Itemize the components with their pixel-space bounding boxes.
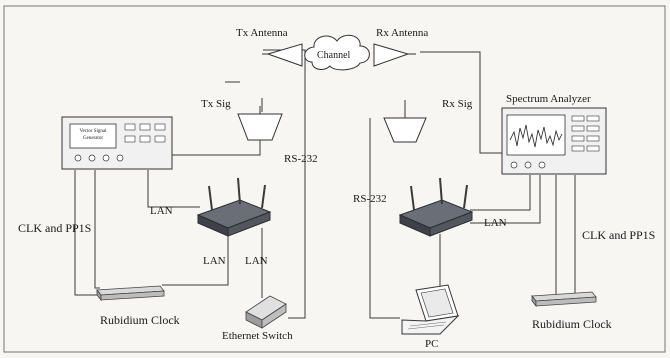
rubidium-clock-right-device — [531, 291, 597, 308]
label-channel: Channel — [317, 50, 351, 61]
label-tx-antenna: Tx Antenna — [236, 27, 288, 39]
vector-signal-generator — [61, 116, 173, 170]
label-ethernet-switch: Ethernet Switch — [222, 330, 293, 342]
rx-amplifier — [383, 110, 427, 143]
tx-antenna-horn — [262, 43, 303, 67]
wire-lan-left-a — [162, 232, 229, 286]
rx-antenna-horn — [373, 43, 416, 67]
wire-clk-left-outer — [74, 170, 97, 296]
wire-rx-sig — [420, 51, 502, 154]
label-lan-left-lower-b: LAN — [245, 255, 268, 267]
label-rx-sig: Rx Sig — [442, 98, 473, 110]
label-lan-right: LAN — [484, 217, 507, 229]
label-vsg-screen-1: Vector Signal — [79, 129, 107, 134]
wire-tx-rs232 — [263, 49, 306, 319]
wire-rx-rs232 — [369, 118, 400, 319]
connection-wires — [74, 49, 585, 319]
label-rs232-left: RS-232 — [284, 153, 318, 165]
label-tx-sig: Tx Sig — [201, 98, 231, 110]
label-rs232-right: RS-232 — [353, 193, 387, 205]
wire-lan-right-sa — [470, 175, 541, 224]
rubidium-clock-left-device — [96, 285, 165, 302]
diagram-frame — [3, 5, 666, 353]
ethernet-switch-device — [245, 295, 287, 329]
label-pc: PC — [425, 338, 439, 350]
label-clk-left: CLK and PP1S — [18, 221, 92, 235]
wire-vsg-lan — [147, 170, 200, 208]
router-left — [196, 177, 272, 237]
wire-clk-left-inner — [94, 170, 100, 289]
label-rubidium-right: Rubidium Clock — [532, 317, 612, 331]
spectrum-trace — [509, 124, 563, 148]
label-spectrum-analyzer: Spectrum Analyzer — [506, 93, 591, 105]
router-right — [398, 177, 474, 237]
label-rx-antenna: Rx Antenna — [376, 27, 429, 39]
wire-sa-lan — [470, 175, 531, 211]
channel-cloud — [304, 34, 370, 71]
label-rubidium-left: Rubidium Clock — [100, 313, 180, 327]
label-clk-right: CLK and PP1S — [582, 228, 656, 242]
label-lan-left-upper: LAN — [150, 205, 173, 217]
tx-amplifier — [237, 106, 283, 141]
spectrum-analyzer-device — [501, 107, 607, 175]
label-lan-left-lower-a: LAN — [203, 255, 226, 267]
label-vsg-screen-2: Generator — [83, 136, 103, 141]
pc-laptop — [401, 284, 460, 335]
